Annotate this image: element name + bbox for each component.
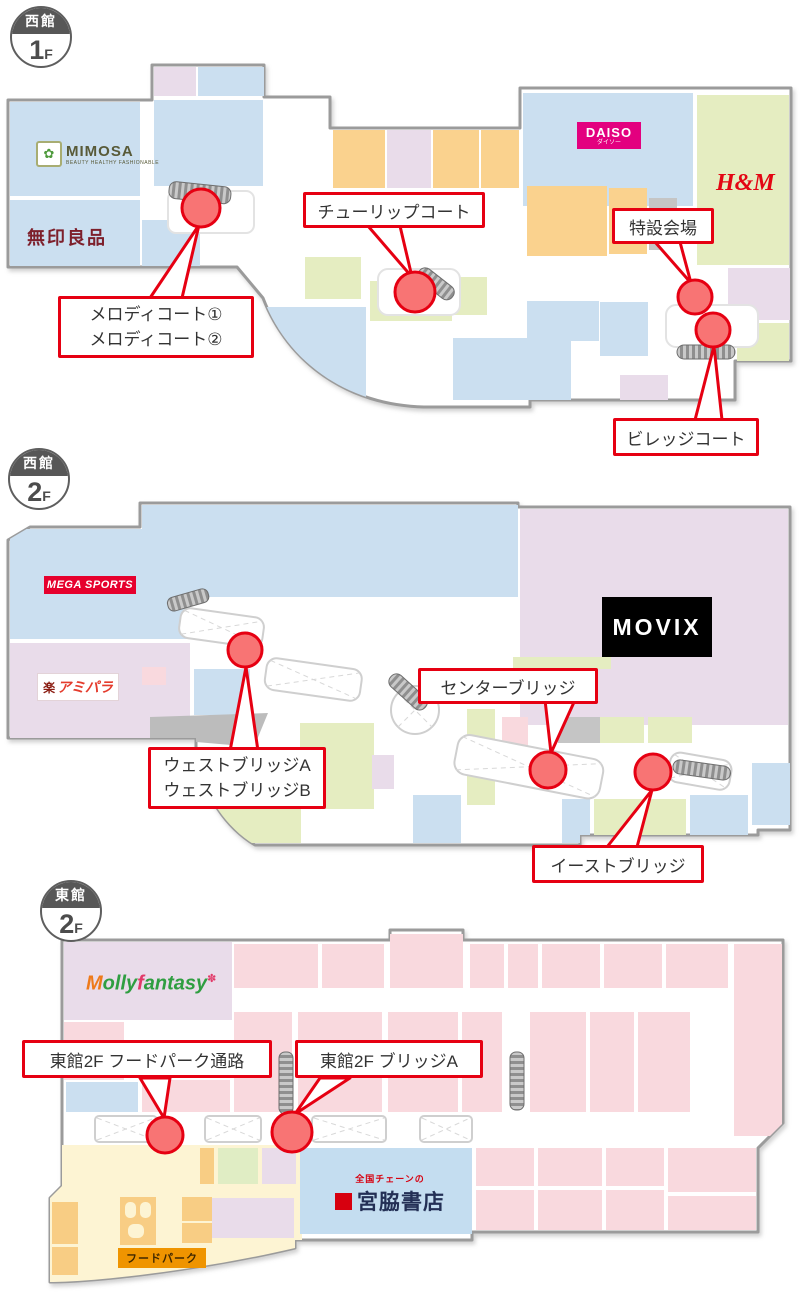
callout-melody-line1: メロディコート①	[89, 304, 223, 324]
floor-badge-west-1f: 西館 1 F	[10, 6, 72, 68]
marker-tulip-court[interactable]	[393, 270, 437, 314]
escalator-icon	[388, 673, 428, 711]
badge-floor-digit: 2	[59, 908, 75, 939]
foodpark-label: フードパーク	[118, 1248, 206, 1268]
molly-f: f	[137, 972, 144, 995]
daiso-sub: ダイソー	[596, 139, 621, 146]
marker-bridge-a[interactable]	[270, 1110, 314, 1154]
badge-building-label: 西館	[12, 8, 70, 35]
movix-logo: MOVIX	[602, 597, 712, 657]
badge-floor-suffix: F	[42, 488, 51, 505]
molly-antasy: antasy	[143, 972, 208, 995]
escalator-icon	[672, 759, 732, 781]
mimosa-flower-icon: ✿	[36, 141, 62, 167]
floor-badge-east-2f: 東館 2 F	[40, 880, 102, 942]
marker-foodpark-path[interactable]	[145, 1115, 185, 1155]
muji-logo: 無印良品	[27, 228, 107, 248]
callout-west-line1: ウェストブリッジA	[163, 755, 311, 775]
bridge-icon	[204, 1115, 262, 1143]
floor-badge-west-2f: 西館 2 F	[8, 448, 70, 510]
escalator-icon	[166, 588, 210, 612]
molly-star-icon: ✽	[207, 973, 217, 985]
amipara-logo: 楽 アミパラ	[37, 673, 119, 701]
mega-sports-logo: MEGA SPORTS	[44, 576, 136, 594]
floor2-map-canvas	[6, 501, 792, 849]
amipara-name: アミパラ	[57, 679, 113, 695]
molly-fantasy-logo: Mollyfantasy✽	[86, 972, 216, 996]
escalator-icon	[278, 1051, 294, 1115]
callout-melody-court[interactable]: メロディコート① メロディコート②	[58, 296, 254, 358]
badge-floor-suffix: F	[44, 46, 53, 63]
molly-olly: olly	[102, 972, 138, 995]
badge-floor-digit: 2	[27, 476, 43, 507]
bridge-icon	[94, 1115, 158, 1143]
marker-east-bridge[interactable]	[633, 752, 673, 792]
marker-center-bridge[interactable]	[528, 750, 568, 790]
callout-west-bridge[interactable]: ウェストブリッジA ウェストブリッジB	[148, 747, 326, 809]
amipara-kanji: 楽	[43, 680, 56, 695]
mimosa-logo: ✿ MIMOSA BEAUTY HEALTHY FASHIONABLE	[36, 141, 159, 167]
floor3-map-canvas	[48, 928, 785, 1284]
callout-village-court[interactable]: ビレッジコート	[613, 418, 759, 456]
hm-logo: H&M	[716, 170, 775, 196]
badge-floor-digit: 1	[29, 34, 45, 65]
callout-tail	[293, 1076, 352, 1116]
callout-foodpark-path[interactable]: 東館2F フードパーク通路	[22, 1040, 272, 1078]
daiso-name: DAISO	[585, 124, 633, 140]
marker-tokusetsu[interactable]	[676, 278, 714, 316]
mimosa-tagline: BEAUTY HEALTHY FASHIONABLE	[66, 159, 160, 166]
callout-center-bridge[interactable]: センターブリッジ	[418, 668, 598, 704]
marker-west-bridge[interactable]	[226, 631, 264, 669]
callout-west-line2: ウェストブリッジB	[163, 781, 311, 800]
miyawaki-square-icon	[335, 1192, 352, 1210]
callout-tokusetsu[interactable]: 特設会場	[612, 208, 714, 244]
miyawaki-sub: 全国チェーンの	[355, 1174, 425, 1184]
molly-m: M	[86, 972, 103, 995]
miyawaki-logo: 全国チェーンの 宮脇書店	[310, 1172, 470, 1216]
badge-floor-suffix: F	[74, 920, 83, 937]
miyawaki-name: 宮脇書店	[357, 1191, 445, 1214]
callout-melody-line2: メロディコート②	[89, 330, 223, 349]
bridge-icon	[263, 657, 363, 702]
callout-east-bridge[interactable]: イーストブリッジ	[532, 845, 704, 883]
marker-village-court[interactable]	[694, 311, 732, 349]
marker-melody-court[interactable]	[180, 187, 222, 229]
daiso-logo: DAISO ダイソー	[577, 122, 641, 149]
bridge-icon	[311, 1115, 387, 1143]
floor1-map-canvas	[6, 63, 793, 422]
mimosa-name: MIMOSA	[66, 142, 134, 160]
escalator-icon	[509, 1051, 525, 1111]
callout-tulip-court[interactable]: チューリップコート	[303, 192, 485, 228]
callout-bridge-a[interactable]: 東館2F ブリッジA	[295, 1040, 483, 1078]
callout-tail	[138, 1076, 172, 1120]
bridge-icon	[419, 1115, 473, 1143]
